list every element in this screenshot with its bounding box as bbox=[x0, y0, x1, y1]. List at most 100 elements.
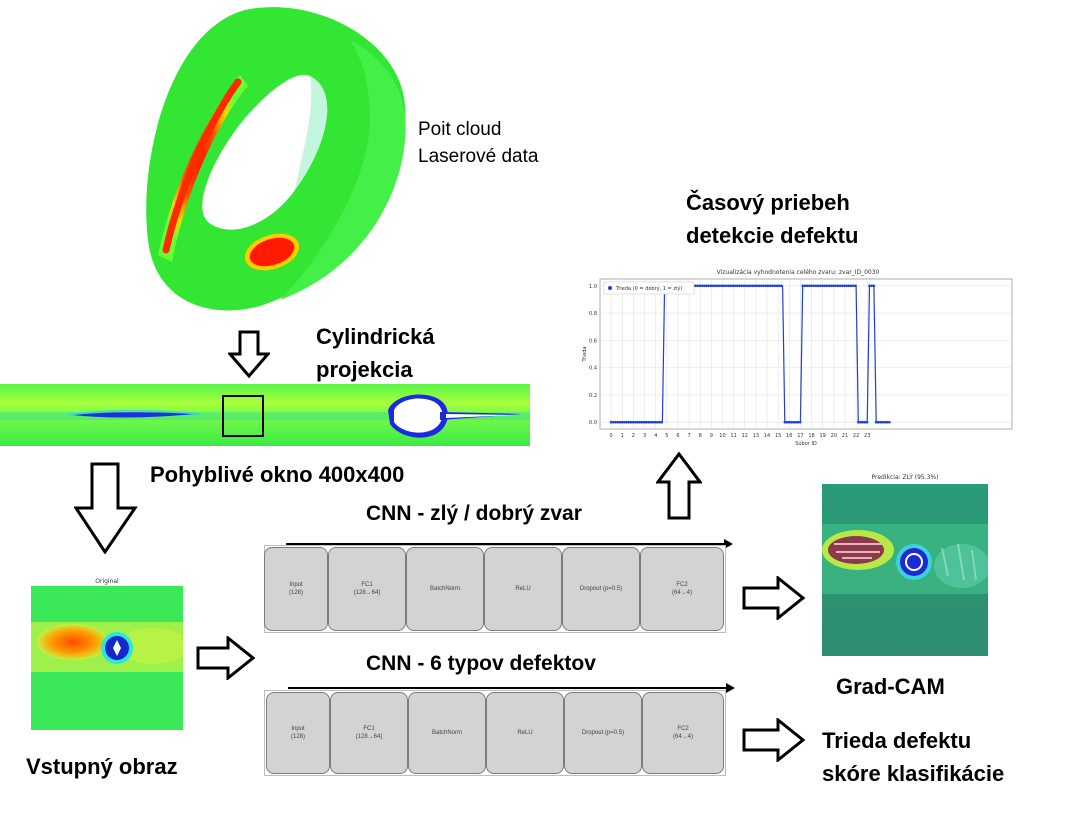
cnn-multi-label: CNN - 6 typov defektov bbox=[366, 652, 596, 675]
data-point bbox=[658, 420, 661, 424]
detection-chart: Vizualizácia vyhodnotenia celého zvaru: … bbox=[580, 262, 1020, 448]
data-point bbox=[660, 420, 663, 424]
data-point bbox=[735, 284, 739, 288]
x-tick-label: 5 bbox=[665, 433, 668, 439]
data-point bbox=[805, 284, 809, 288]
data-point bbox=[696, 284, 699, 288]
cnn-block-fc2: FC2(64→4) bbox=[642, 692, 724, 774]
defect-class-label-1: Trieda defektu bbox=[822, 728, 972, 753]
x-tick-label: 4 bbox=[654, 433, 657, 439]
x-axis-label: Súbor ID bbox=[795, 440, 817, 447]
cnn-block-batchnorm: BatchNorm bbox=[408, 692, 486, 774]
y-tick-label: 0.0 bbox=[589, 420, 597, 426]
x-tick-label: 14 bbox=[764, 433, 770, 439]
data-point bbox=[832, 284, 835, 288]
y-tick-label: 0.4 bbox=[589, 366, 597, 372]
right-arrow-icon bbox=[742, 718, 806, 762]
data-point bbox=[733, 284, 737, 288]
x-tick-label: 21 bbox=[842, 433, 848, 439]
data-point bbox=[629, 420, 633, 424]
x-tick-label: 17 bbox=[797, 433, 803, 439]
data-point bbox=[838, 284, 842, 288]
input-image-label: Vstupný obraz bbox=[26, 754, 178, 779]
data-point bbox=[779, 284, 783, 288]
chart-legend: Trieda (0 = dobrý, 1 = zlý) bbox=[603, 281, 695, 295]
cnn-block-fc1: FC1(128→64) bbox=[330, 692, 408, 774]
data-point bbox=[883, 420, 887, 424]
cylindrical-projection-label-1: Cylindrická bbox=[316, 324, 435, 349]
data-point bbox=[847, 284, 851, 288]
data-point bbox=[740, 284, 743, 288]
chart-title: Vizualizácia vyhodnotenia celého zvaru: … bbox=[717, 269, 880, 276]
data-point bbox=[810, 284, 813, 288]
data-point bbox=[720, 284, 724, 288]
point-cloud-label-1: Poit cloud bbox=[418, 119, 502, 140]
data-point bbox=[707, 284, 710, 288]
data-point bbox=[616, 420, 619, 424]
data-point bbox=[722, 284, 726, 288]
x-tick-label: 16 bbox=[786, 433, 792, 439]
data-point bbox=[827, 284, 831, 288]
data-point bbox=[627, 420, 630, 424]
x-tick-label: 23 bbox=[864, 433, 870, 439]
x-tick-label: 6 bbox=[676, 433, 679, 439]
data-point bbox=[881, 420, 885, 424]
data-point bbox=[713, 284, 717, 288]
data-point bbox=[647, 420, 650, 424]
data-point bbox=[888, 420, 891, 424]
x-tick-label: 15 bbox=[775, 433, 781, 439]
y-tick-label: 0.2 bbox=[589, 393, 597, 399]
cylindrical-projection-label-2: projekcia bbox=[316, 357, 413, 382]
arrowhead-icon bbox=[724, 539, 733, 549]
data-point bbox=[645, 420, 648, 424]
x-tick-label: 9 bbox=[710, 433, 713, 439]
x-tick-label: 22 bbox=[853, 433, 859, 439]
arrowhead-icon bbox=[726, 683, 735, 693]
cnn-multi-flow-arrow bbox=[288, 687, 728, 689]
y-tick-label: 0.8 bbox=[589, 311, 597, 317]
data-point bbox=[783, 420, 787, 424]
down-arrow-icon bbox=[74, 462, 138, 554]
data-point bbox=[764, 284, 768, 288]
cnn-block-input: Input(128) bbox=[266, 692, 330, 774]
data-point bbox=[656, 420, 659, 424]
data-point bbox=[749, 284, 752, 288]
cnn-block-fc1: FC1(128→64) bbox=[328, 547, 406, 631]
data-point bbox=[618, 420, 622, 424]
defect-class-label-2: skóre klasifikácie bbox=[822, 761, 1005, 786]
y-axis-label: Trieda bbox=[582, 346, 588, 362]
input-image-title: Original bbox=[95, 578, 119, 585]
data-point bbox=[773, 284, 776, 288]
data-point bbox=[834, 284, 837, 288]
time-course-label-2: detekcie defektu bbox=[686, 223, 859, 248]
data-point bbox=[787, 420, 791, 424]
data-point bbox=[614, 420, 617, 424]
moving-window-label: Pohyblivé okno 400x400 bbox=[150, 462, 405, 487]
x-tick-label: 10 bbox=[719, 433, 725, 439]
x-tick-label: 8 bbox=[699, 433, 702, 439]
legend-label: Trieda (0 = dobrý, 1 = zlý) bbox=[615, 285, 682, 292]
data-point bbox=[825, 284, 829, 288]
data-point bbox=[612, 420, 615, 424]
data-point bbox=[623, 420, 626, 424]
gradcam-heatmap bbox=[822, 484, 988, 656]
x-tick-label: 13 bbox=[753, 433, 759, 439]
data-point bbox=[872, 284, 876, 288]
x-tick-label: 18 bbox=[808, 433, 814, 439]
data-point bbox=[762, 284, 765, 288]
data-point bbox=[746, 284, 750, 288]
data-point bbox=[790, 420, 793, 424]
data-point bbox=[751, 284, 754, 288]
data-point bbox=[794, 420, 798, 424]
data-point bbox=[870, 284, 873, 288]
data-point bbox=[777, 284, 781, 288]
data-point bbox=[775, 284, 779, 288]
data-point bbox=[796, 420, 800, 424]
cnn-block-dropout: Dropout (p=0.5) bbox=[562, 547, 640, 631]
data-point bbox=[841, 284, 844, 288]
data-point bbox=[755, 284, 759, 288]
cnn-block-relu: ReLU bbox=[484, 547, 562, 631]
data-point bbox=[698, 284, 702, 288]
up-arrow-icon bbox=[656, 452, 702, 520]
data-point bbox=[819, 284, 822, 288]
